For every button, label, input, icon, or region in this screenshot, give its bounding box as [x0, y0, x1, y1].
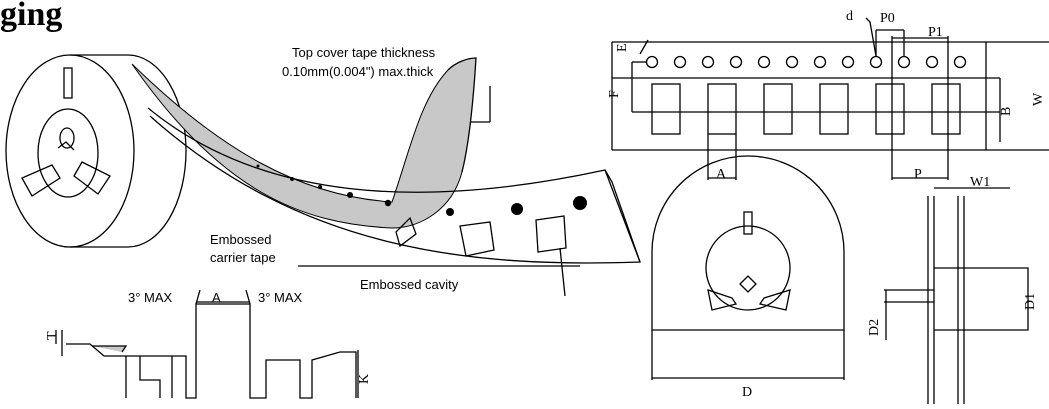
page-title: ging [0, 0, 63, 33]
label-dim-B: B [999, 107, 1014, 116]
reel-left-window [63, 67, 73, 99]
cavity [535, 215, 567, 253]
label-angle-right: 3° MAX [258, 290, 303, 305]
reel-side-arbor [884, 289, 934, 303]
reel-side-hub [934, 267, 1029, 331]
dim-d-leader [865, 17, 877, 57]
carrier-tape-end [604, 169, 641, 263]
reel-side [884, 187, 1029, 404]
reel-left-rim [70, 54, 187, 248]
label-dim-K: K [357, 374, 372, 384]
reel-front-hub [705, 225, 791, 311]
dim-T-lines [55, 330, 63, 356]
reel-left-face [5, 54, 135, 248]
tape-cross-section [55, 289, 359, 399]
top-cover-tape-fold [447, 57, 477, 173]
label-dim-T: T [45, 331, 60, 340]
label-top-cover-1: Top cover tape thickness [292, 45, 436, 60]
reel-left [5, 54, 187, 248]
top-cover-tape [131, 63, 465, 229]
label-dim-E: E [615, 43, 630, 52]
reel-left-spoke [21, 164, 61, 197]
cross-section-cavity [125, 356, 173, 398]
reel-left-spoke [73, 161, 111, 195]
leader-cavity [559, 247, 566, 297]
label-dim-F: F [607, 90, 622, 98]
label-dim-D2: D2 [867, 319, 882, 336]
label-dim-P0: P0 [880, 11, 895, 26]
reel-left-key [57, 141, 75, 151]
reel-front-outline [651, 155, 845, 331]
label-angle-left: 3° MAX [128, 290, 173, 305]
tape-sprocket-holes [256, 164, 587, 216]
label-embossed-cavity: Embossed cavity [360, 277, 459, 292]
label-dim-A-section: A [212, 290, 221, 305]
reel-front-spoke [707, 289, 738, 311]
tape-pockets [651, 83, 961, 135]
label-embossed-carrier-1: Embossed [210, 232, 271, 247]
reel-front-spindle [739, 275, 757, 293]
reel-front [651, 155, 845, 380]
cavity [459, 221, 495, 257]
reel-left-hub [37, 108, 99, 198]
label-dim-D1: D1 [1023, 293, 1038, 310]
label-dim-W1: W1 [970, 175, 990, 190]
label-embossed-carrier-2: carrier tape [210, 250, 276, 265]
label-dim-A-tape: A [716, 167, 727, 182]
label-dim-D: D [742, 385, 752, 400]
reel-left-spindle [59, 127, 75, 149]
label-dim-P: P [914, 167, 922, 182]
cross-section-outline [66, 303, 357, 399]
cross-section-cover [92, 345, 128, 353]
label-dim-W: W [1031, 92, 1046, 106]
reel-front-spoke [758, 289, 791, 311]
dim-E-line [639, 39, 649, 55]
label-dim-P1: P1 [928, 25, 943, 40]
cavity [395, 216, 417, 248]
top-sprocket-holes [645, 55, 967, 69]
label-dim-d: d [846, 9, 853, 24]
reel-front-window [743, 211, 753, 235]
tape-top-view [611, 41, 1049, 151]
label-top-cover-2: 0.10mm(0.004") max.thick [282, 64, 434, 79]
